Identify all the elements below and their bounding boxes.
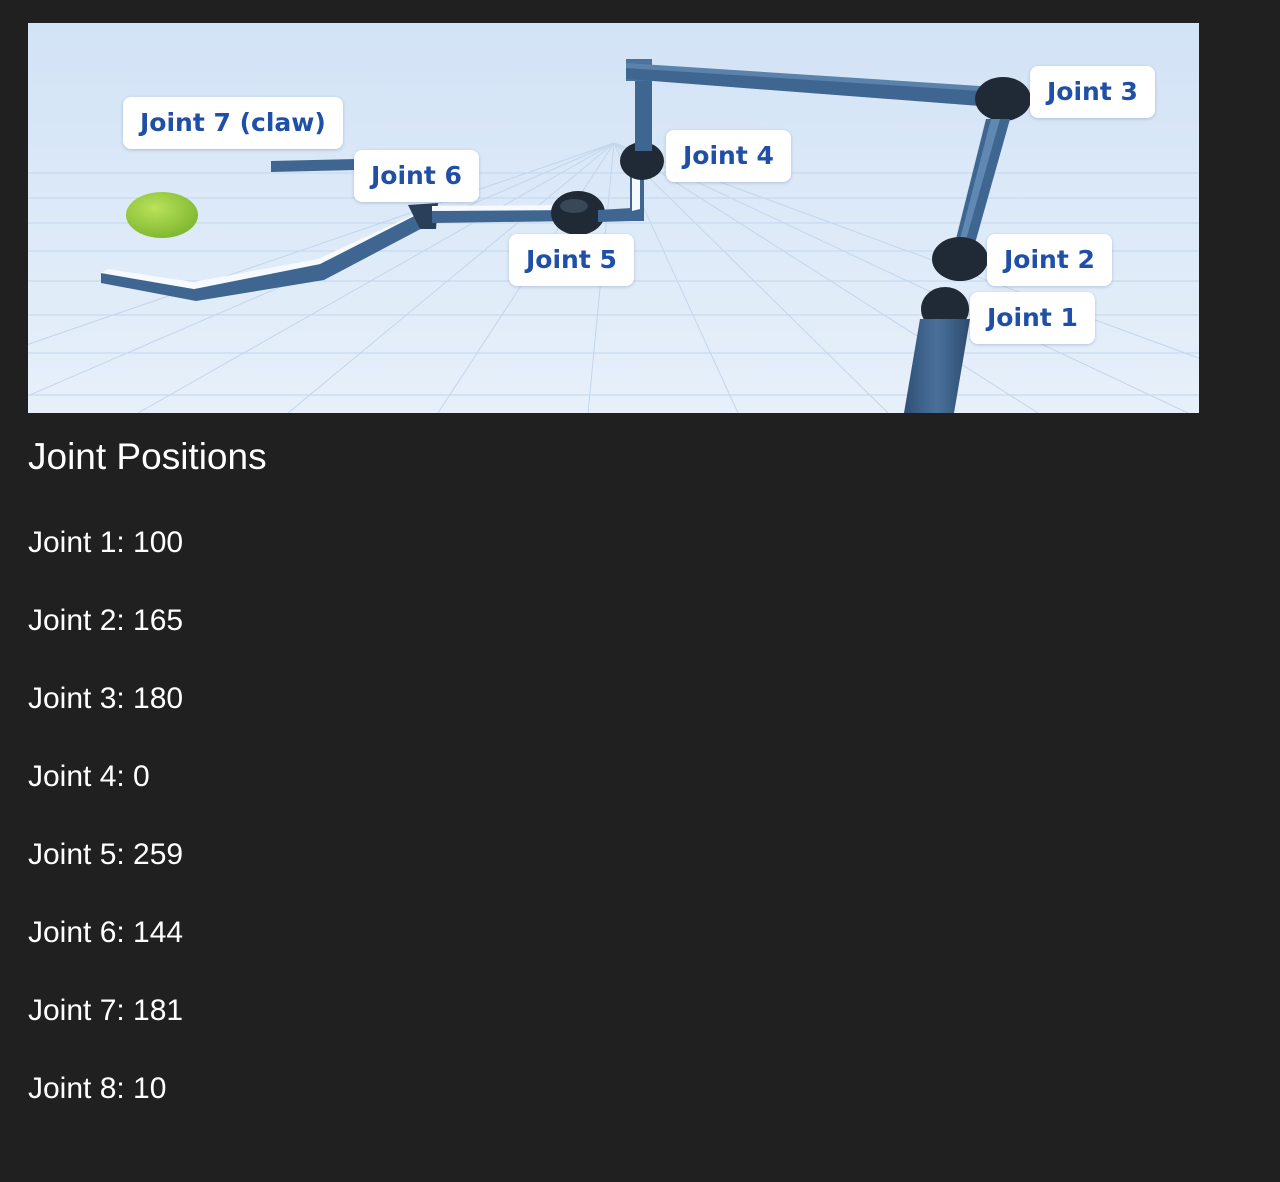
arm-segment-4-up (635, 71, 652, 151)
arm-segment-6-5-top (432, 205, 576, 211)
joint-position-5: Joint 5: 259 (28, 838, 184, 871)
joint-5-disk (551, 191, 605, 235)
joint-2-label: Joint 2 (987, 234, 1112, 286)
joint-7-claw-label: Joint 7 (claw) (123, 97, 343, 149)
joint-3-disk (975, 77, 1031, 121)
joint-6-block (408, 203, 438, 229)
arm-segment-top-bar (626, 66, 980, 106)
joint-positions-heading: Joint Positions (28, 436, 267, 477)
joint-3-label: Joint 3 (1030, 66, 1155, 118)
robot-arm-scene (28, 23, 1199, 413)
joint-position-7: Joint 7: 181 (28, 994, 184, 1027)
arm-segment-claw-top (101, 209, 426, 289)
arm-segment-6-5 (432, 209, 576, 223)
robot-arm-viewport: Joint 3 Joint 7 (claw) Joint 4 Joint 6 J… (28, 23, 1199, 413)
joint-2-disk (932, 237, 988, 281)
joint-position-3: Joint 3: 180 (28, 682, 184, 715)
joint-position-4: Joint 4: 0 (28, 760, 150, 793)
joint-position-6: Joint 6: 144 (28, 916, 184, 949)
joint-4-label: Joint 4 (666, 130, 791, 182)
joint-position-8: Joint 8: 10 (28, 1072, 167, 1105)
floor-grid (28, 142, 1199, 413)
arm-segment-5-4 (598, 208, 632, 222)
joint-1-label: Joint 1 (970, 292, 1095, 344)
arm-segment-claw (101, 213, 432, 301)
joint-4-disk (620, 142, 664, 180)
joint-6-label: Joint 6 (354, 150, 479, 202)
joint-position-2: Joint 2: 165 (28, 604, 184, 637)
claw-upper-segment (271, 159, 356, 172)
base-column (904, 319, 970, 413)
joint-positions-list: Joint 1: 100 Joint 2: 165 Joint 3: 180 J… (28, 524, 183, 1148)
joint-5-label: Joint 5 (509, 234, 634, 286)
joint-position-1: Joint 1: 100 (28, 526, 184, 559)
target-ball (126, 192, 198, 238)
